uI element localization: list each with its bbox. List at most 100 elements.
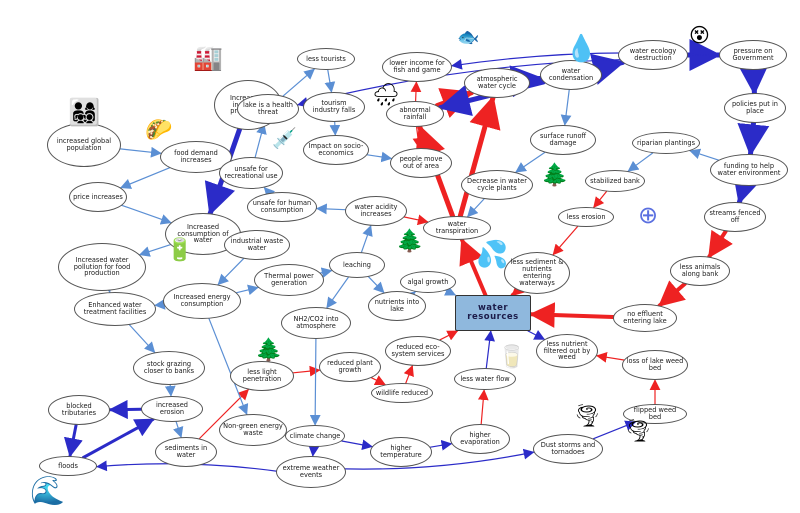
node-impact-on-socio-economics[interactable]: Impact on socio-economics	[303, 135, 369, 165]
node-label: Decrease in water cycle plants	[467, 177, 527, 192]
node-label: unsafe for human consumption	[252, 199, 312, 214]
node-thermal-power-generation[interactable]: Thermal power generation	[254, 264, 324, 296]
node-tourism-industry-falls[interactable]: tourism industry falls	[303, 92, 365, 122]
node-label: NH2/CO2 into atmosphere	[293, 315, 339, 330]
node-stock-grazing-closer-to-banks[interactable]: stock grazing closer to banks	[133, 351, 205, 385]
node-label: algal growth	[407, 277, 449, 286]
node-higher-temperature[interactable]: higher temperature	[370, 437, 432, 467]
node-dust-storms-and-tornadoes[interactable]: Dust storms and tornadoes	[533, 434, 603, 464]
node-less-tourists[interactable]: less tourists	[297, 48, 355, 70]
node-water-acidity-increases[interactable]: water acidity increases	[345, 196, 407, 226]
node-abnormal-rainfall[interactable]: abnormal rainfall	[386, 101, 444, 127]
node-less-nutrient-filtered-out-by-weed[interactable]: less nutrient filtered out by weed	[536, 334, 598, 368]
edge	[429, 439, 453, 451]
node-label: nutrients into lake	[374, 298, 420, 313]
edge	[154, 299, 166, 310]
node-label: blocked tributaries	[61, 402, 97, 417]
edge	[366, 151, 393, 163]
node-enhanced-water-treatment-facilities[interactable]: Enhanced water treatment facilities	[74, 292, 156, 326]
node-lower-income-for-fish-and-game[interactable]: lower income for fish and game	[382, 52, 452, 82]
edge	[529, 302, 616, 328]
node-leaching[interactable]: leaching	[329, 252, 385, 278]
node-less-light-penetration[interactable]: less light penetration	[230, 361, 294, 391]
edge	[627, 152, 654, 172]
node-sediments-in-water[interactable]: sediments in water	[155, 437, 217, 467]
node-less-erosion[interactable]: less erosion	[558, 207, 614, 227]
node-streams-fenced-off[interactable]: streams fenced off	[704, 202, 766, 232]
node-decrease-in-water-cycle-plants[interactable]: Decrease in water cycle plants	[461, 170, 533, 200]
edge	[484, 330, 495, 369]
node-algal-growth[interactable]: algal growth	[400, 271, 456, 293]
node-nh2-co2-into-atmosphere[interactable]: NH2/CO2 into atmosphere	[281, 307, 351, 339]
node-no-effluent-entering-lake[interactable]: no effluent entering lake	[613, 304, 677, 332]
node-label: no effluent entering lake	[623, 310, 667, 325]
node-pressure-on-government[interactable]: pressure on Government	[719, 40, 787, 70]
node-blocked-tributaries[interactable]: blocked tributaries	[48, 395, 110, 425]
edge	[509, 65, 544, 98]
node-flipped-weed-bed[interactable]: flipped weed bed	[623, 404, 687, 424]
node-label: Impact on socio-economics	[308, 142, 364, 157]
edge	[282, 68, 315, 97]
edge	[326, 276, 349, 309]
node-reduced-plant-growth[interactable]: reduced plant growth	[319, 352, 381, 382]
node-increased-water-pollution-for-food-production[interactable]: Increased water pollution for food produ…	[58, 243, 146, 291]
node-nutrients-into-lake[interactable]: nutrients into lake	[368, 291, 426, 321]
node-water-ecology-destruction[interactable]: water ecology destruction	[618, 40, 688, 70]
node-wildlife-reduced[interactable]: wildlife reduced	[371, 383, 433, 403]
node-label: water acidity increases	[354, 203, 398, 218]
node-policies-put-in-place[interactable]: policies put in place	[724, 93, 786, 123]
node-label: increased erosion	[156, 401, 188, 416]
node-water-transpiration[interactable]: water transpiration	[423, 216, 491, 240]
node-label: sediments in water	[164, 444, 208, 459]
edge	[309, 338, 321, 426]
edge	[198, 389, 249, 440]
node-reduced-eco-system-services[interactable]: reduced eco-system services	[385, 336, 451, 366]
node-unsafe-for-recreational-use[interactable]: unsafe for recreational use	[219, 157, 283, 189]
node-label: riparian plantings	[636, 138, 696, 147]
edge	[737, 62, 770, 96]
node-price-increases[interactable]: price increases	[69, 182, 127, 212]
central-node-water-resources[interactable]: water resources	[455, 295, 531, 331]
node-stabilized-bank[interactable]: stabilized bank	[585, 170, 645, 192]
node-label: unsafe for recreational use	[224, 165, 278, 180]
node-non-green-energy-waste[interactable]: Non-green energy waste	[219, 414, 287, 446]
node-floods[interactable]: floods	[39, 456, 97, 476]
dizzy-face-emoji: 😵	[689, 23, 710, 47]
node-label: lower income for fish and game	[389, 59, 445, 74]
edge	[560, 89, 572, 126]
node-atmospheric-water-cycle[interactable]: atmospheric water cycle	[464, 68, 530, 98]
edge	[467, 198, 485, 218]
node-climate-change[interactable]: climate change	[285, 425, 345, 447]
node-label: Enhanced water treatment facilities	[83, 301, 147, 316]
edge	[81, 417, 155, 459]
node-label: less erosion	[566, 212, 606, 221]
node-label: Thermal power generation	[264, 272, 314, 287]
node-increased-global-population[interactable]: increased global population	[47, 123, 121, 167]
node-industrial-waste-water[interactable]: industrial waste water	[224, 230, 290, 260]
node-unsafe-for-human-consumption[interactable]: unsafe for human consumption	[247, 192, 317, 222]
node-label: lake is a health threat	[243, 101, 293, 116]
node-lake-is-a-health-threat[interactable]: lake is a health threat	[237, 94, 299, 124]
node-increased-erosion[interactable]: increased erosion	[141, 396, 203, 422]
node-label: loss of lake weed bed	[626, 357, 684, 372]
factory-emoji: 🏭	[193, 44, 223, 72]
node-people-move-out-of-area[interactable]: people move out of area	[390, 148, 452, 178]
node-less-animals-along-bank[interactable]: less animals along bank	[670, 256, 730, 286]
node-label: less animals along bank	[679, 263, 721, 278]
node-loss-of-lake-weed-bed[interactable]: loss of lake weed bed	[622, 350, 688, 380]
node-label: Increased water pollution for food produ…	[73, 255, 131, 278]
edge	[368, 276, 385, 294]
node-funding-to-help-water-environment[interactable]: funding to help water environment	[710, 154, 788, 186]
node-less-water-flow[interactable]: less water flow	[454, 368, 516, 390]
node-surface-runoff-damage[interactable]: surface runoff damage	[530, 125, 596, 155]
node-label: reduced eco-system services	[391, 343, 445, 358]
node-label: abnormal rainfall	[399, 106, 431, 121]
node-increased-energy-consumption[interactable]: Increased energy consumption	[163, 283, 241, 319]
node-less-sediment-nutrients-entering-waterways[interactable]: less sediment & nutrients entering water…	[504, 252, 570, 294]
node-extreme-weather-events[interactable]: extreme weather events	[276, 456, 346, 488]
node-higher-evaporation[interactable]: higher evaporation	[450, 424, 510, 454]
node-riparian-plantings[interactable]: riparian plantings	[632, 132, 700, 154]
edge	[459, 237, 488, 297]
node-water-condensation[interactable]: water condensation	[540, 60, 602, 90]
node-label: people move out of area	[399, 155, 443, 170]
